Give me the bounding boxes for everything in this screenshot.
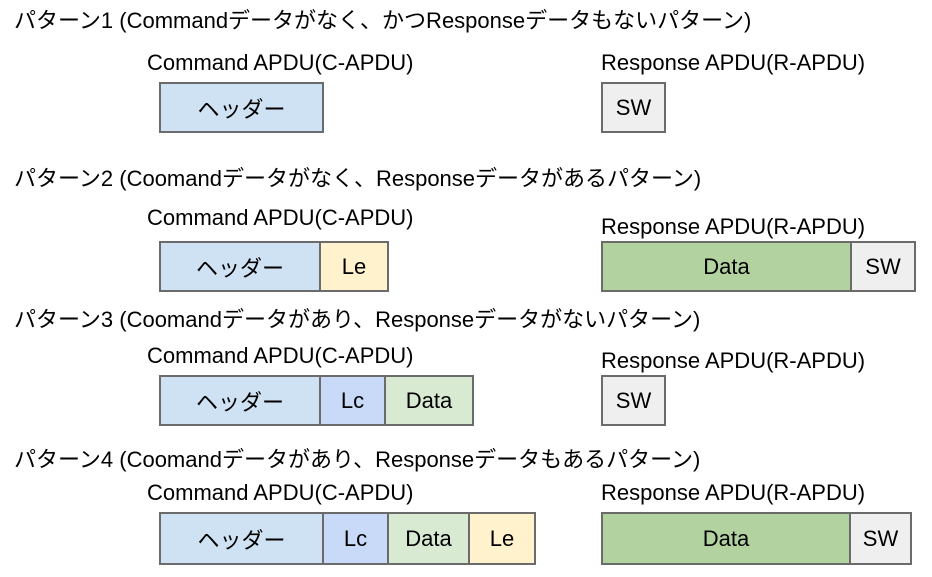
apdu-segment-data_resp: Data xyxy=(601,241,852,292)
pattern-2-section: パターン2 (Coomandデータがなく、Responseデータがあるパターン)… xyxy=(0,166,932,306)
apdu-segment-sw: SW xyxy=(601,82,666,133)
apdu-segment-lc: Lc xyxy=(322,512,389,565)
response-apdu-label: Response APDU(R-APDU) xyxy=(601,480,866,505)
pattern-4-section: パターン4 (Coomandデータがあり、Responseデータもあるパターン)… xyxy=(0,447,932,572)
apdu-segment-data_resp: Data xyxy=(601,512,851,565)
pattern-1-section: パターン1 (Commandデータがなく、かつResponseデータもないパター… xyxy=(0,8,932,158)
apdu-segment-lc: Lc xyxy=(319,375,386,426)
apdu-segment-le: Le xyxy=(319,241,389,292)
pattern-3-title: パターン3 (Coomandデータがあり、Responseデータがないパターン) xyxy=(14,307,701,332)
apdu-segment-header: ヘッダー xyxy=(159,241,321,292)
apdu-segment-header: ヘッダー xyxy=(159,375,321,426)
command-apdu-label: Command APDU(C-APDU) xyxy=(147,343,414,368)
apdu-segment-le: Le xyxy=(468,512,536,565)
response-apdu-label: Response APDU(R-APDU) xyxy=(601,50,866,75)
pattern-4-title: パターン4 (Coomandデータがあり、Responseデータもあるパターン) xyxy=(14,447,701,472)
response-apdu-structure: SW xyxy=(601,82,666,133)
command-apdu-label: Command APDU(C-APDU) xyxy=(147,480,414,505)
apdu-segment-header: ヘッダー xyxy=(159,82,324,133)
command-apdu-structure: ヘッダー xyxy=(159,82,324,133)
response-apdu-label: Response APDU(R-APDU) xyxy=(601,214,866,239)
response-apdu-label: Response APDU(R-APDU) xyxy=(601,348,866,373)
pattern-3-section: パターン3 (Coomandデータがあり、Responseデータがないパターン)… xyxy=(0,307,932,442)
apdu-segment-header: ヘッダー xyxy=(159,512,324,565)
apdu-segment-sw: SW xyxy=(850,241,916,292)
apdu-segment-sw: SW xyxy=(849,512,912,565)
pattern-1-title: パターン1 (Commandデータがなく、かつResponseデータもないパター… xyxy=(14,8,752,33)
apdu-segment-data_cmd: Data xyxy=(387,512,470,565)
apdu-segment-data_cmd: Data xyxy=(384,375,474,426)
command-apdu-label: Command APDU(C-APDU) xyxy=(147,205,414,230)
response-apdu-structure: SW xyxy=(601,375,666,426)
apdu-segment-sw: SW xyxy=(601,375,666,426)
command-apdu-label: Command APDU(C-APDU) xyxy=(147,50,414,75)
pattern-2-title: パターン2 (Coomandデータがなく、Responseデータがあるパターン) xyxy=(14,166,702,191)
